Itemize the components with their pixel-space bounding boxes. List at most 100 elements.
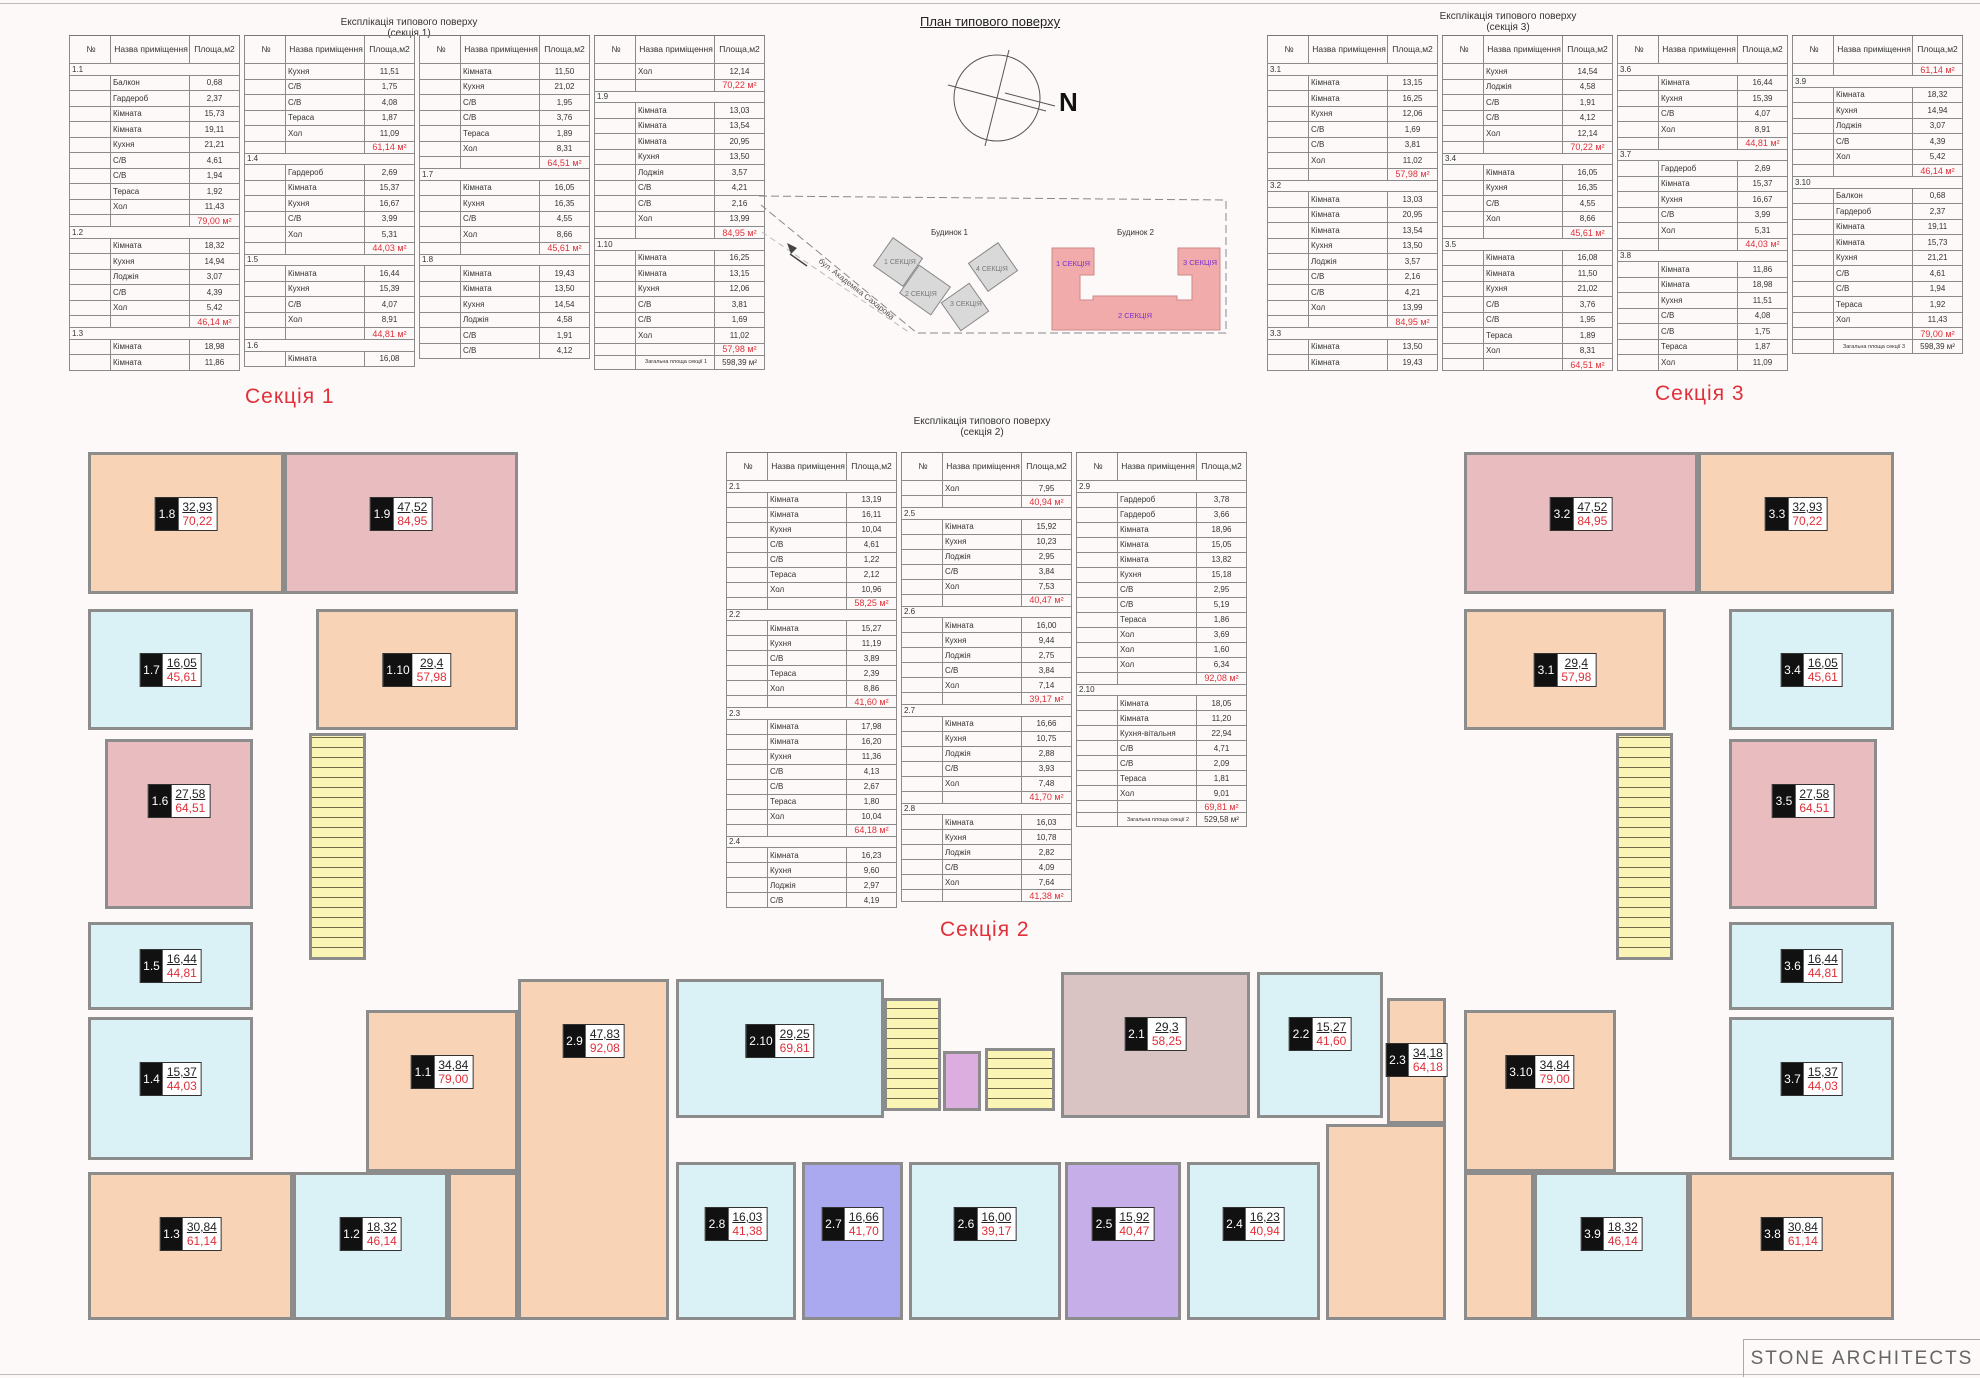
apartment-1-1[interactable] xyxy=(448,1172,518,1320)
empty-cell xyxy=(727,492,768,507)
empty-cell xyxy=(420,297,461,312)
empty-cell xyxy=(1268,91,1309,106)
room-name: Кімната xyxy=(1118,522,1197,537)
empty-cell xyxy=(1443,141,1484,153)
elevator-shaft xyxy=(943,1051,981,1111)
apartment-3-5[interactable] xyxy=(1729,739,1877,909)
apartment-number: 1.8 xyxy=(155,498,179,530)
apartment-1-1[interactable] xyxy=(366,1010,518,1172)
living-area: 29,25 xyxy=(779,1027,810,1041)
total-area: 70,22 xyxy=(182,514,213,528)
header-room-name: Назва приміщення xyxy=(943,453,1022,480)
empty-cell xyxy=(1077,492,1118,507)
empty-cell xyxy=(1618,277,1659,292)
room-area: 4,58 xyxy=(556,315,573,325)
empty-cell xyxy=(595,211,636,226)
room-name: Лоджія xyxy=(111,269,190,284)
empty-cell xyxy=(1268,269,1309,284)
apartment-2-4[interactable] xyxy=(1187,1162,1320,1320)
house-2-section-3: 3 СЕКЦІЯ xyxy=(1183,258,1217,267)
apartment-2-3[interactable] xyxy=(1326,1124,1446,1320)
room-area: 4,39 xyxy=(1929,136,1946,146)
room-area: 4,19 xyxy=(863,895,880,905)
section-2-table-title: Експлікація типового поверху (секція 2) xyxy=(832,416,1132,438)
room-area: 2,67 xyxy=(863,782,880,791)
room-area: 16,05 xyxy=(1577,167,1598,177)
empty-cell xyxy=(420,141,461,156)
apartment-total-area: 69,81 м² xyxy=(1204,801,1239,812)
apartment-total-area: 70,22 м² xyxy=(1570,142,1605,152)
room-area: 11,50 xyxy=(1577,268,1598,278)
apartment-2-8[interactable] xyxy=(676,1162,796,1320)
empty-cell xyxy=(286,328,365,339)
empty-cell xyxy=(245,297,286,312)
apartment-number: 3.4 xyxy=(1445,154,1457,164)
apartment-group-row: 1.5 xyxy=(244,254,415,266)
header-area: Площа,м2 xyxy=(1392,44,1433,54)
apartment-number: 2.1 xyxy=(1125,1018,1148,1050)
apartment-2-7[interactable] xyxy=(802,1162,903,1320)
room-area: 8,86 xyxy=(863,683,880,693)
room-area: 7,48 xyxy=(1038,779,1055,788)
room-area: 1,75 xyxy=(381,82,398,92)
room-area: 16,03 xyxy=(1036,817,1057,827)
empty-cell xyxy=(1268,75,1309,90)
living-area: 15,92 xyxy=(1119,1210,1150,1224)
room-name: Хол xyxy=(943,481,1022,495)
apartment-3-10[interactable] xyxy=(1464,1010,1616,1172)
room-name: Тераса xyxy=(111,184,190,199)
apartment-1-6[interactable] xyxy=(105,739,253,909)
room-area: 11,09 xyxy=(379,128,400,138)
empty-cell xyxy=(1618,137,1659,149)
empty-cell xyxy=(1793,204,1834,219)
room-name: С/В xyxy=(1118,582,1197,597)
apartment-2-6[interactable] xyxy=(909,1162,1061,1320)
room-area: 1,89 xyxy=(556,128,573,138)
empty-cell xyxy=(1268,207,1309,222)
empty-cell xyxy=(1618,106,1659,121)
empty-cell xyxy=(902,731,943,746)
living-area: 47,52 xyxy=(1577,500,1608,514)
north-compass-icon xyxy=(947,49,1056,147)
apartment-3-10[interactable] xyxy=(1464,1172,1534,1320)
section-total-area: 598,39 м² xyxy=(1920,342,1955,351)
section-1-table-title: Експлікація типового поверху (секція 1) xyxy=(259,17,559,39)
room-area: 3,84 xyxy=(1038,567,1055,576)
empty-cell xyxy=(727,522,768,537)
total-area: 39,17 xyxy=(981,1224,1012,1238)
room-name: Кухня xyxy=(636,149,715,164)
header-area: Площа,м2 xyxy=(1917,44,1958,54)
empty-cell xyxy=(1077,612,1118,627)
room-area: 1,69 xyxy=(731,315,748,325)
room-name: Кімната xyxy=(111,339,190,354)
empty-cell xyxy=(70,355,111,370)
room-area: 15,73 xyxy=(204,109,225,119)
apartment-total-area: 44,81 м² xyxy=(372,328,407,339)
empty-cell xyxy=(1793,328,1834,339)
empty-cell xyxy=(1443,64,1484,79)
empty-cell xyxy=(1618,324,1659,339)
room-name: С/В xyxy=(943,564,1022,579)
room-area: 19,11 xyxy=(1927,222,1948,232)
apartment-2-5[interactable] xyxy=(1065,1162,1181,1320)
house-1-section-1: 1 СЕКЦІЯ xyxy=(884,259,916,266)
apartment-number: 1.9 xyxy=(370,498,394,530)
